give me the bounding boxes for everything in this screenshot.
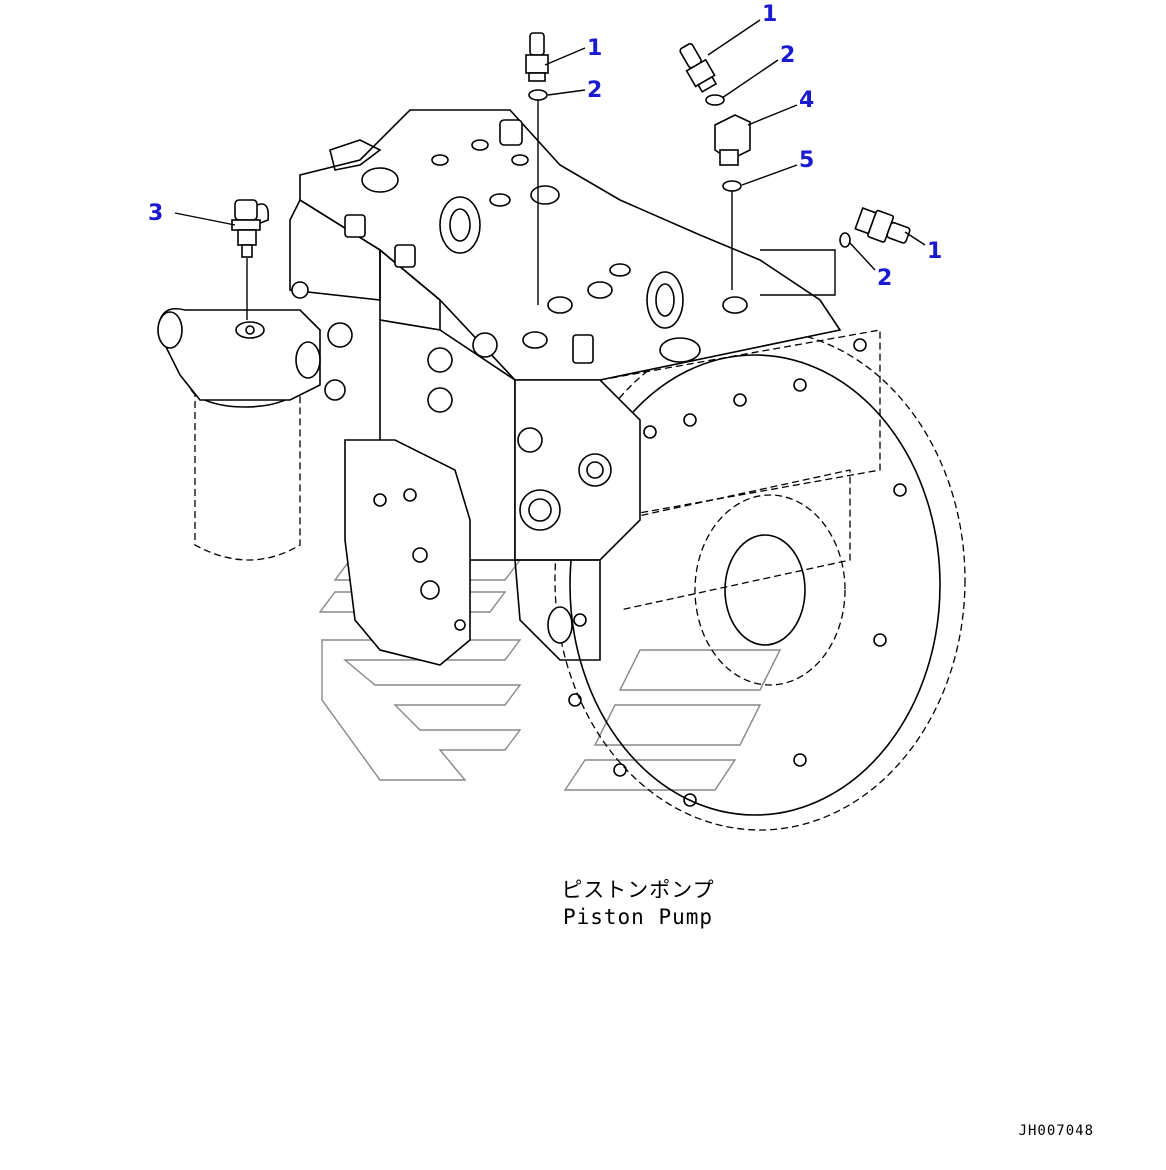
part-1-sensor-right-top [679,43,725,106]
caption-japanese: ピストンポンプ [561,878,714,902]
callout-2-right-top: 2 [780,43,795,68]
callout-2-right: 2 [877,266,892,291]
callout-1-right-top: 1 [762,2,777,27]
part-1-sensor-right [760,207,911,296]
oil-filter [157,307,321,561]
callout-3: 3 [148,201,163,226]
callout-1-top: 1 [587,36,602,61]
callout-4: 4 [799,88,814,113]
callout-5: 5 [799,148,814,173]
drawing-code: JH007048 [1019,1123,1094,1139]
flywheel-housing [554,329,966,831]
part-4-adapter [714,114,751,290]
pump-body [289,109,842,666]
part-1-sensor-top [525,32,549,305]
callout-2-top: 2 [587,78,602,103]
leader-lines [174,19,926,271]
callout-labels: 1 2 1 2 4 5 3 1 2 [148,2,942,291]
part-3-sensor-left [231,199,270,320]
callout-1-right: 1 [927,239,942,264]
caption-english: Piston Pump [563,905,713,929]
